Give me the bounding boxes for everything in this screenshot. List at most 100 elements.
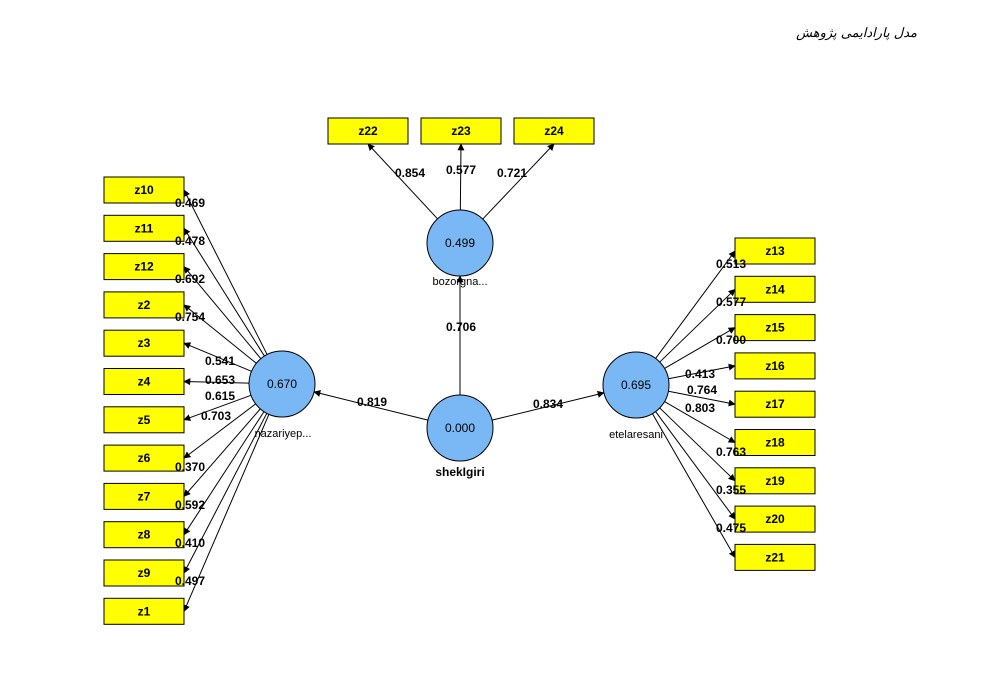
indicator-box bbox=[327, 117, 409, 145]
indicator-box bbox=[513, 117, 595, 145]
loading-line-z1 bbox=[183, 414, 270, 612]
latent-name: shekIgiri bbox=[435, 465, 484, 479]
indicator-label: z8 bbox=[138, 528, 151, 542]
loading-z11: 0.478 bbox=[175, 234, 205, 248]
indicator-box bbox=[734, 467, 816, 495]
loading-z4: 0.653 bbox=[205, 373, 235, 387]
loading-z20: 0.355 bbox=[716, 483, 746, 497]
path-coefficient-naz: 0.819 bbox=[357, 395, 387, 409]
indicator-label: z6 bbox=[138, 451, 151, 465]
indicator-z18[interactable]: z18 bbox=[734, 429, 816, 456]
indicator-z15[interactable]: z15 bbox=[734, 314, 816, 342]
indicator-box bbox=[103, 559, 185, 587]
loading-z10: 0.469 bbox=[175, 196, 205, 210]
indicator-z4[interactable]: z4 bbox=[103, 368, 185, 395]
loading-z7: 0.370 bbox=[175, 460, 205, 474]
indicator-z2[interactable]: z2 bbox=[103, 291, 185, 319]
indicator-z17[interactable]: z17 bbox=[734, 390, 816, 418]
indicator-z10[interactable]: z10 bbox=[103, 176, 185, 204]
indicator-box bbox=[103, 406, 185, 434]
indicator-label: z20 bbox=[765, 512, 785, 526]
indicator-z11[interactable]: z11 bbox=[103, 214, 185, 242]
indicator-z5[interactable]: z5 bbox=[103, 406, 185, 434]
indicator-box bbox=[103, 444, 185, 472]
loading-z24: 0.721 bbox=[497, 166, 527, 180]
indicator-box bbox=[734, 429, 816, 456]
indicator-box bbox=[103, 291, 185, 319]
loading-z6: 0.703 bbox=[201, 409, 231, 423]
latent-circle bbox=[426, 209, 494, 277]
indicator-box bbox=[103, 482, 185, 510]
indicator-z22[interactable]: z22 bbox=[327, 117, 409, 145]
latent-value: 0.499 bbox=[445, 236, 475, 250]
indicator-z1[interactable]: z1 bbox=[103, 597, 185, 625]
indicator-z14[interactable]: z14 bbox=[734, 275, 816, 303]
indicator-z13[interactable]: z13 bbox=[734, 237, 816, 265]
indicator-z9[interactable]: z9 bbox=[103, 559, 185, 587]
indicator-box bbox=[103, 521, 185, 549]
indicator-label: z9 bbox=[138, 566, 151, 580]
loading-line-z3 bbox=[183, 342, 252, 372]
indicator-label: z5 bbox=[138, 413, 151, 427]
loading-z15: 0.700 bbox=[716, 333, 746, 347]
edges-layer bbox=[183, 143, 736, 612]
indicator-label: z18 bbox=[765, 436, 785, 450]
latent-bozo[interactable]: 0.499bozorgna... bbox=[426, 209, 494, 288]
indicator-box bbox=[734, 275, 816, 303]
loading-line-z6 bbox=[183, 403, 256, 459]
indicator-label: z10 bbox=[134, 183, 154, 197]
indicator-box bbox=[103, 176, 185, 204]
loading-line-z24 bbox=[482, 143, 555, 220]
indicator-label: z7 bbox=[138, 489, 151, 503]
indicator-label: z12 bbox=[134, 260, 154, 274]
indicator-z8[interactable]: z8 bbox=[103, 521, 185, 549]
loading-z21: 0.475 bbox=[716, 521, 746, 535]
indicator-label: z1 bbox=[138, 604, 151, 618]
indicator-label: z14 bbox=[765, 282, 785, 296]
indicator-z3[interactable]: z3 bbox=[103, 329, 185, 357]
indicator-box bbox=[420, 117, 502, 145]
indicator-z16[interactable]: z16 bbox=[734, 352, 816, 380]
indicator-z21[interactable]: z21 bbox=[734, 543, 816, 571]
loading-z23: 0.577 bbox=[446, 163, 476, 177]
loading-line-z21 bbox=[651, 413, 736, 559]
loading-z9: 0.410 bbox=[175, 536, 205, 550]
loading-z13: 0.513 bbox=[716, 257, 746, 271]
loading-line-z9 bbox=[183, 413, 268, 574]
indicator-z19[interactable]: z19 bbox=[734, 467, 816, 495]
loading-line-z11 bbox=[183, 227, 265, 357]
loading-line-z5 bbox=[183, 394, 252, 421]
loading-z12: 0.692 bbox=[175, 272, 205, 286]
loading-z17: 0.764 bbox=[687, 383, 717, 397]
loading-z8: 0.592 bbox=[175, 498, 205, 512]
indicator-label: z4 bbox=[138, 375, 151, 389]
page-title: مدل پارادایمی پژوهش bbox=[796, 26, 917, 41]
indicator-z12[interactable]: z12 bbox=[103, 253, 185, 281]
latent-circle bbox=[248, 350, 316, 418]
indicator-z24[interactable]: z24 bbox=[513, 117, 595, 145]
loading-line-z15 bbox=[664, 327, 736, 369]
indicator-label: z16 bbox=[765, 359, 785, 373]
loading-z16: 0.413 bbox=[685, 367, 715, 381]
loading-z18: 0.803 bbox=[685, 401, 715, 415]
indicator-z23[interactable]: z23 bbox=[420, 117, 502, 145]
loading-z2: 0.754 bbox=[175, 310, 205, 324]
indicator-box bbox=[734, 352, 816, 380]
indicator-label: z19 bbox=[765, 474, 785, 488]
indicator-z6[interactable]: z6 bbox=[103, 444, 185, 472]
indicator-label: z13 bbox=[765, 244, 785, 258]
indicator-label: z17 bbox=[765, 397, 785, 411]
indicator-z20[interactable]: z20 bbox=[734, 505, 816, 533]
loading-z22: 0.854 bbox=[395, 166, 425, 180]
loading-line-z18 bbox=[664, 401, 736, 443]
indicator-z7[interactable]: z7 bbox=[103, 482, 185, 510]
indicator-box bbox=[103, 368, 185, 395]
loading-z5: 0.615 bbox=[205, 389, 235, 403]
latent-naz[interactable]: 0.670nazariyep... bbox=[248, 350, 316, 440]
path-coefficient-etel: 0.834 bbox=[533, 397, 563, 411]
loading-line-z8 bbox=[183, 411, 265, 536]
